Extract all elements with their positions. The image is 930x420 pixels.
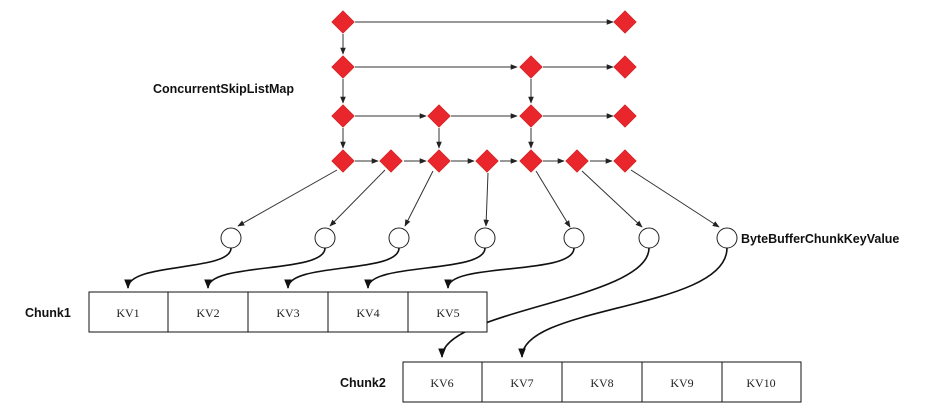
skiplist-node (519, 149, 543, 173)
chunk1-cell-label: KV3 (276, 306, 299, 320)
edge-p-7 (630, 169, 720, 228)
keyvalue-circle (314, 227, 336, 249)
chunk1-cell-label: KV5 (436, 306, 459, 320)
curve-kv7 (518, 247, 728, 358)
skiplist-node (475, 149, 499, 173)
skiplist-node (427, 149, 451, 173)
edge-p-2 (329, 169, 386, 227)
skiplist-node (331, 104, 355, 128)
skiplist-node (379, 149, 403, 173)
skiplist-node (331, 55, 355, 79)
skiplist-node (613, 149, 637, 173)
skiplist-node (427, 104, 451, 128)
skiplist-nodes (331, 10, 637, 173)
chunk2-cell (481, 361, 563, 403)
edge-p-3 (404, 170, 434, 227)
chunk2-cell-label: KV6 (430, 376, 453, 390)
curve-kv3 (284, 247, 400, 289)
edge-p-6 (581, 170, 643, 228)
chunk1-label: Chunk1 (25, 306, 71, 320)
chunk1-cell (247, 291, 329, 333)
keyvalue-pointers (220, 227, 738, 249)
chunk1-cell-label: KV2 (196, 306, 219, 320)
keyvalue-circle (638, 227, 660, 249)
edge-p-4 (483, 172, 490, 227)
keyvalue-circle (474, 227, 496, 249)
keyvalue-circle (220, 227, 242, 249)
keyvalue-circle (388, 227, 410, 249)
skiplist-node (613, 55, 637, 79)
chunk1-cell (88, 291, 169, 333)
chunk1-cell (167, 291, 249, 333)
curve-kv4 (364, 247, 486, 289)
chunk1-cell (407, 291, 488, 333)
skiplist-label: ConcurrentSkipListMap (153, 82, 294, 96)
skiplist-node (613, 10, 637, 34)
keyvalue-circle (716, 227, 738, 249)
curve-kv2 (204, 247, 326, 289)
chunk-reference-curves (124, 247, 728, 358)
chunk1-cell-label: KV4 (356, 306, 379, 320)
chunk2-cell (561, 361, 643, 403)
chunk2-cell-label: KV10 (746, 376, 775, 390)
keyvalue-label: ByteBufferChunkKeyValue (741, 232, 899, 246)
chunk2-label: Chunk2 (340, 376, 386, 390)
curve-kv5 (444, 247, 575, 289)
pointer-edges (237, 169, 720, 228)
skiplist-node (331, 149, 355, 173)
chunk2-cell (721, 361, 802, 403)
chunk1-cell-label: KV1 (116, 306, 139, 320)
curve-kv1 (124, 247, 232, 289)
chunk2-cell-label: KV7 (510, 376, 533, 390)
chunk2-table: KV6 KV7 KV8 KV9 KV10 (402, 361, 802, 403)
chunk2-cell-label: KV9 (670, 376, 693, 390)
curve-kv6 (438, 247, 650, 358)
skiplist-node (565, 149, 589, 173)
skiplist-vertical-edges (340, 34, 534, 149)
keyvalue-circle (563, 227, 585, 249)
chunk1-cell (327, 291, 409, 333)
skiplist-node (613, 104, 637, 128)
skiplist-node (519, 104, 543, 128)
edge-p-1 (237, 169, 338, 227)
chunk2-cell (641, 361, 723, 403)
skiplist-node (331, 10, 355, 34)
skiplist-horizontal-edges (355, 19, 614, 164)
chunk2-cell (402, 361, 483, 403)
chunk2-cell-label: KV8 (590, 376, 613, 390)
skiplist-node (519, 55, 543, 79)
chunk1-table: KV1 KV2 KV3 KV4 KV5 (88, 291, 488, 333)
edge-p-5 (535, 170, 571, 228)
